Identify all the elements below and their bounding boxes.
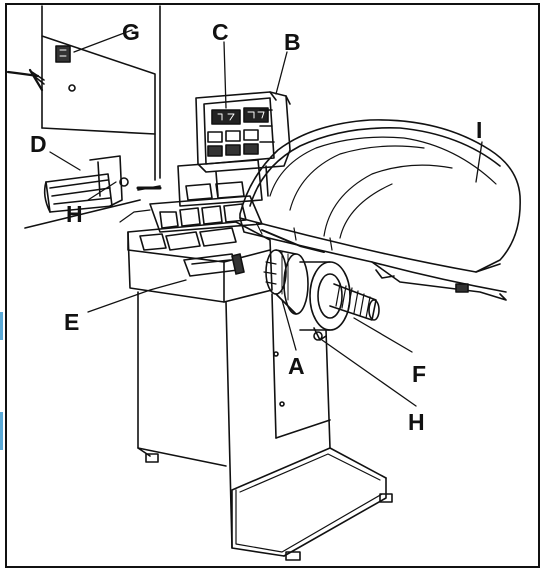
label-a: A — [288, 353, 305, 379]
spindle-assembly — [263, 249, 380, 341]
inset-detail — [6, 5, 162, 229]
label-f: F — [412, 361, 426, 387]
leader-lines — [49, 29, 483, 407]
wheel-guard-i — [239, 119, 521, 301]
pin-h-left — [119, 177, 129, 187]
threaded-shaft-f — [329, 283, 380, 321]
label-e: E — [64, 309, 79, 335]
label-d: D — [30, 131, 47, 157]
label-c: C — [212, 19, 229, 45]
weight-holder-d — [43, 155, 123, 213]
diagram-border — [5, 3, 540, 568]
pin-h-right — [313, 331, 323, 341]
control-console — [195, 91, 291, 197]
pedestal — [137, 291, 393, 561]
label-i: I — [476, 117, 482, 143]
cabinet-top — [127, 221, 273, 303]
label-h-left: H — [66, 201, 83, 227]
label-g: G — [122, 19, 140, 45]
label-h-right: H — [408, 409, 425, 435]
main-switch-g — [55, 45, 71, 63]
display-left — [211, 109, 241, 125]
left-accent-mark — [0, 312, 3, 340]
label-b: B — [284, 29, 301, 55]
left-accent-mark — [0, 412, 3, 450]
